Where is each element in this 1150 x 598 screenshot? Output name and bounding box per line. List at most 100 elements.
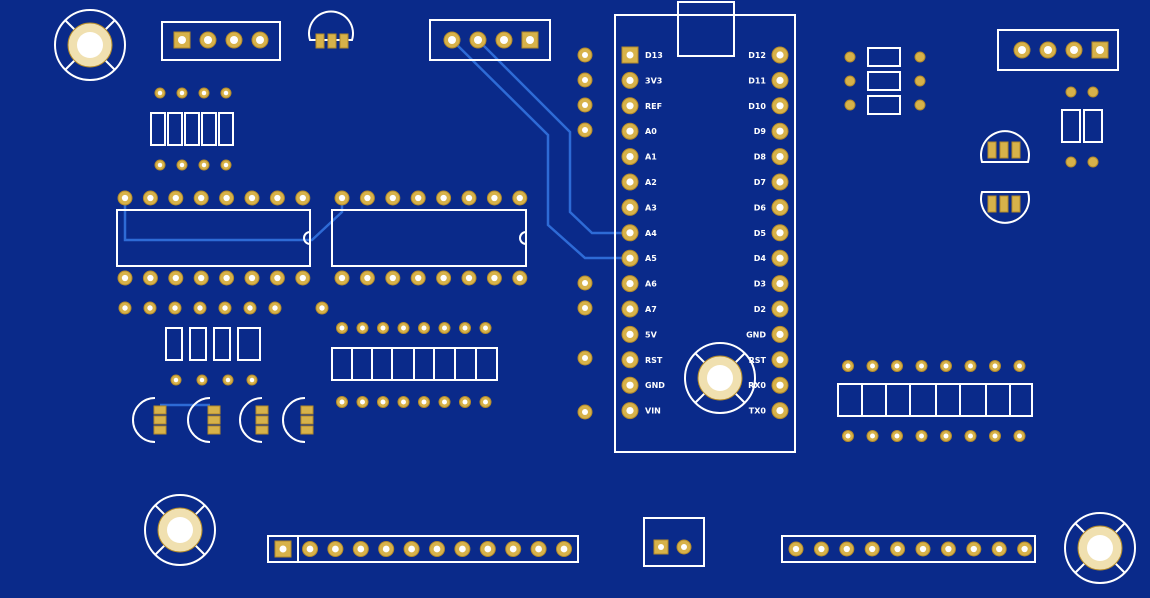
arduino-pin-pad-hole: [626, 356, 634, 364]
arduino-pin-label: D4: [754, 254, 767, 263]
header-pin-pad-hole: [560, 545, 568, 553]
arduino-pin-label: A6: [645, 280, 657, 289]
arduino-pin-pad-hole: [776, 254, 784, 262]
transistor-pad: [255, 425, 269, 435]
transistor-right-1: [980, 130, 1030, 163]
ic-pin-pad-hole: [299, 194, 306, 202]
arduino-pin-label: D10: [748, 102, 766, 111]
transistor-top: [308, 10, 354, 49]
resistor-pad-hole: [173, 377, 179, 383]
header-4pin-top-left: [161, 21, 281, 61]
ic-pin-pad-hole: [121, 274, 129, 282]
resistor-pad-hole: [968, 363, 973, 369]
transistor-pad: [255, 405, 269, 415]
arduino-pin-label: A4: [645, 229, 657, 238]
ic-pin-pad-hole: [364, 274, 371, 282]
arduino-pin-label: D8: [754, 153, 767, 162]
arduino-pin-label: D6: [754, 203, 767, 212]
arduino-pin-pad-hole: [776, 305, 784, 313]
ic-pin-pad-hole: [121, 194, 129, 202]
resistor-pad-hole: [380, 325, 386, 331]
arduino-pin-pad-hole: [626, 254, 634, 262]
resistor-pad-hole: [421, 325, 427, 331]
resistor-pad-hole: [147, 305, 153, 311]
arduino-pin-label: REF: [645, 102, 662, 111]
resistor-pad-hole: [157, 162, 163, 168]
loose-pads-column: [577, 47, 593, 420]
resistor-pad-hole: [845, 433, 851, 439]
arduino-pin-pad-hole: [626, 305, 634, 313]
resistor-array-right: [837, 360, 1033, 442]
header-pin-pad-hole: [792, 545, 800, 553]
arduino-pin-pad-hole: [626, 127, 634, 135]
ic-pin-pad-hole: [491, 194, 498, 202]
arduino-pin-label: D11: [748, 76, 766, 85]
arduino-pin-label: VIN: [645, 407, 661, 416]
resistor-pad-hole: [442, 399, 447, 405]
arduino-pin-label: D13: [645, 51, 663, 60]
resistor-pad-hole: [845, 363, 851, 369]
resistor-pad-hole: [462, 325, 468, 331]
arduino-pin-pad-hole: [626, 178, 634, 186]
arduino-pin-pad-hole: [626, 153, 634, 161]
mounting-hole-top-left: [54, 9, 126, 81]
resistor-pad-hole: [157, 90, 163, 96]
resistor-pad-hole: [122, 305, 128, 311]
resistor-pad-hole: [992, 433, 998, 439]
ic-pin-pad-hole: [465, 194, 473, 202]
resistor-pad-hole: [339, 399, 345, 405]
arduino-pin-label: A1: [645, 153, 657, 162]
arduino-pin-label: RST: [749, 356, 767, 365]
resistor-pad-hole: [483, 399, 488, 405]
ic-pin-pad-hole: [338, 194, 346, 202]
copper-traces: [123, 39, 630, 407]
ic-pin-pad-hole: [465, 274, 473, 282]
header-pin-hole: [279, 545, 287, 553]
arduino-outline: [614, 14, 796, 453]
resistor-pad-hole: [442, 325, 447, 331]
transistor-pad: [207, 405, 221, 415]
resistor-pad-hole: [225, 377, 231, 383]
transistor-pad: [300, 415, 314, 425]
header-pin-pad-hole: [332, 545, 339, 553]
resistor-pad-hole: [223, 162, 229, 168]
transistor-pad: [300, 405, 314, 415]
arduino-pin-label: D9: [754, 127, 767, 136]
resistor-array-top-left: [150, 87, 234, 171]
arduino-pin-pad-hole: [626, 203, 634, 211]
resistor-pad-hole: [401, 399, 406, 405]
resistor-pad-hole: [1017, 433, 1022, 439]
resistor-pair-right: [1061, 86, 1103, 168]
arduino-pin-pad-hole: [776, 407, 784, 415]
transistor-pad: [153, 415, 167, 425]
ic-pin-pad-hole: [223, 194, 230, 202]
resistor-pad-hole: [894, 433, 900, 439]
header-pin-pad-hole: [484, 545, 492, 553]
resistor-pad-hole: [943, 433, 949, 439]
resistor-pad-hole: [179, 162, 185, 168]
arduino-pin-pad-hole: [776, 127, 784, 135]
transistors-bottom-left: [132, 397, 314, 443]
ic-pin-pad-hole: [516, 194, 523, 202]
resistor-pad-hole: [919, 433, 924, 439]
header-pin-pad-hole: [894, 545, 901, 553]
header-pin-pad-hole: [818, 545, 825, 553]
resistor-pad-hole: [223, 90, 229, 96]
header-pin-pad-hole: [869, 545, 876, 553]
arduino-pin-pad-hole: [776, 330, 784, 338]
ic-pin-pad-hole: [440, 274, 447, 282]
mounting-hole-bottom-right: [1064, 512, 1136, 584]
arduino-pin-pad-hole: [776, 203, 784, 211]
arduino-pin-label: RX0: [748, 381, 766, 390]
resistor-pad-hole: [462, 399, 468, 405]
mounting-hole-bottom-left: [144, 494, 216, 566]
usb-connector: [677, 1, 735, 57]
ic-pin-pad-hole: [389, 194, 396, 202]
transistor-pad: [207, 415, 221, 425]
mounting-holes: [54, 9, 1136, 584]
arduino-pin-pad-hole: [776, 102, 784, 110]
dip-ic-right: [331, 190, 528, 286]
ic-pin-pad-hole: [223, 274, 230, 282]
arduino-pin-label: D7: [754, 178, 766, 187]
arduino-pin-label: A5: [645, 254, 657, 263]
